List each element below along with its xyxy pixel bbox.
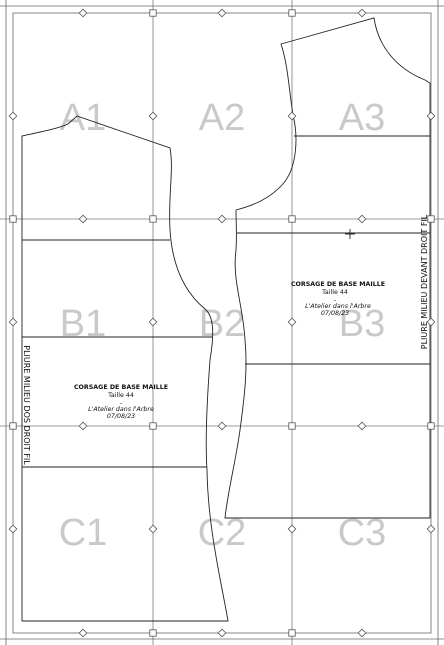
registration-square [149, 629, 157, 637]
tile-label-a2: A2 [199, 97, 245, 139]
registration-diamond [426, 317, 436, 327]
registration-diamond [357, 421, 367, 431]
front-bodice-piece [224, 17, 431, 519]
registration-diamond [148, 524, 158, 534]
back-label-separator: - [120, 400, 122, 407]
registration-diamond [78, 628, 88, 638]
registration-diamond [287, 111, 297, 121]
registration-diamond [78, 214, 88, 224]
registration-diamond [287, 524, 297, 534]
back-bodice-piece [21, 115, 229, 622]
registration-diamond [217, 8, 227, 18]
back-bodice-outline [21, 115, 229, 622]
front-piece-label: CORSAGE DE BASE MAILLE Taille 44 - L'Ate… [291, 281, 385, 317]
registration-diamond [426, 111, 436, 121]
back-label-title: CORSAGE DE BASE MAILLE [74, 384, 168, 391]
back-fold-note: PLIURE MILIEU DOS DROIT FIL [22, 345, 31, 465]
registration-diamond [8, 111, 18, 121]
registration-diamond [78, 8, 88, 18]
front-label-size: Taille 44 [321, 289, 348, 296]
registration-diamond [217, 628, 227, 638]
registration-square [149, 215, 157, 223]
registration-square [288, 629, 296, 637]
registration-diamond [217, 214, 227, 224]
front-bodice-outline [224, 17, 431, 519]
tile-label-a3: A3 [339, 97, 385, 139]
back-label-date: 07/08/23 [107, 413, 135, 420]
registration-square [9, 422, 17, 430]
front-label-separator: - [334, 297, 336, 304]
registration-square [427, 215, 435, 223]
registration-diamond [148, 111, 158, 121]
tile-label-c1: C1 [59, 512, 108, 554]
back-label-size: Taille 44 [107, 392, 134, 399]
front-notch-cross [345, 229, 355, 239]
registration-square [288, 9, 296, 17]
registration-diamond [357, 628, 367, 638]
registration-diamond [287, 317, 297, 327]
front-label-date: 07/08/23 [321, 310, 349, 317]
tile-label-b3: B3 [339, 303, 385, 345]
front-label-brand: L'Atelier dans l'Arbre [305, 302, 371, 310]
registration-diamond [357, 214, 367, 224]
registration-marks [8, 8, 436, 638]
registration-square [149, 9, 157, 17]
back-label-brand: L'Atelier dans l'Arbre [88, 405, 154, 413]
registration-square [149, 422, 157, 430]
registration-square [288, 215, 296, 223]
registration-square [427, 422, 435, 430]
registration-square [288, 422, 296, 430]
registration-diamond [8, 524, 18, 534]
registration-diamond [148, 317, 158, 327]
registration-diamond [78, 421, 88, 431]
registration-square [9, 215, 17, 223]
front-fold-note: PLIURE MILIEU DEVANT DROIT FIL [420, 214, 429, 349]
registration-diamond [426, 524, 436, 534]
registration-diamond [217, 421, 227, 431]
tile-label-b1: B1 [60, 303, 106, 345]
back-piece-label: CORSAGE DE BASE MAILLE Taille 44 - L'Ate… [74, 384, 168, 420]
tile-label-c2: C2 [198, 512, 247, 554]
tile-labels: A1 A2 A3 B1 B2 B3 C1 C2 C3 [59, 97, 387, 554]
registration-diamond [8, 317, 18, 327]
registration-diamond [357, 8, 367, 18]
front-label-title: CORSAGE DE BASE MAILLE [291, 281, 385, 288]
tile-label-c3: C3 [338, 512, 387, 554]
